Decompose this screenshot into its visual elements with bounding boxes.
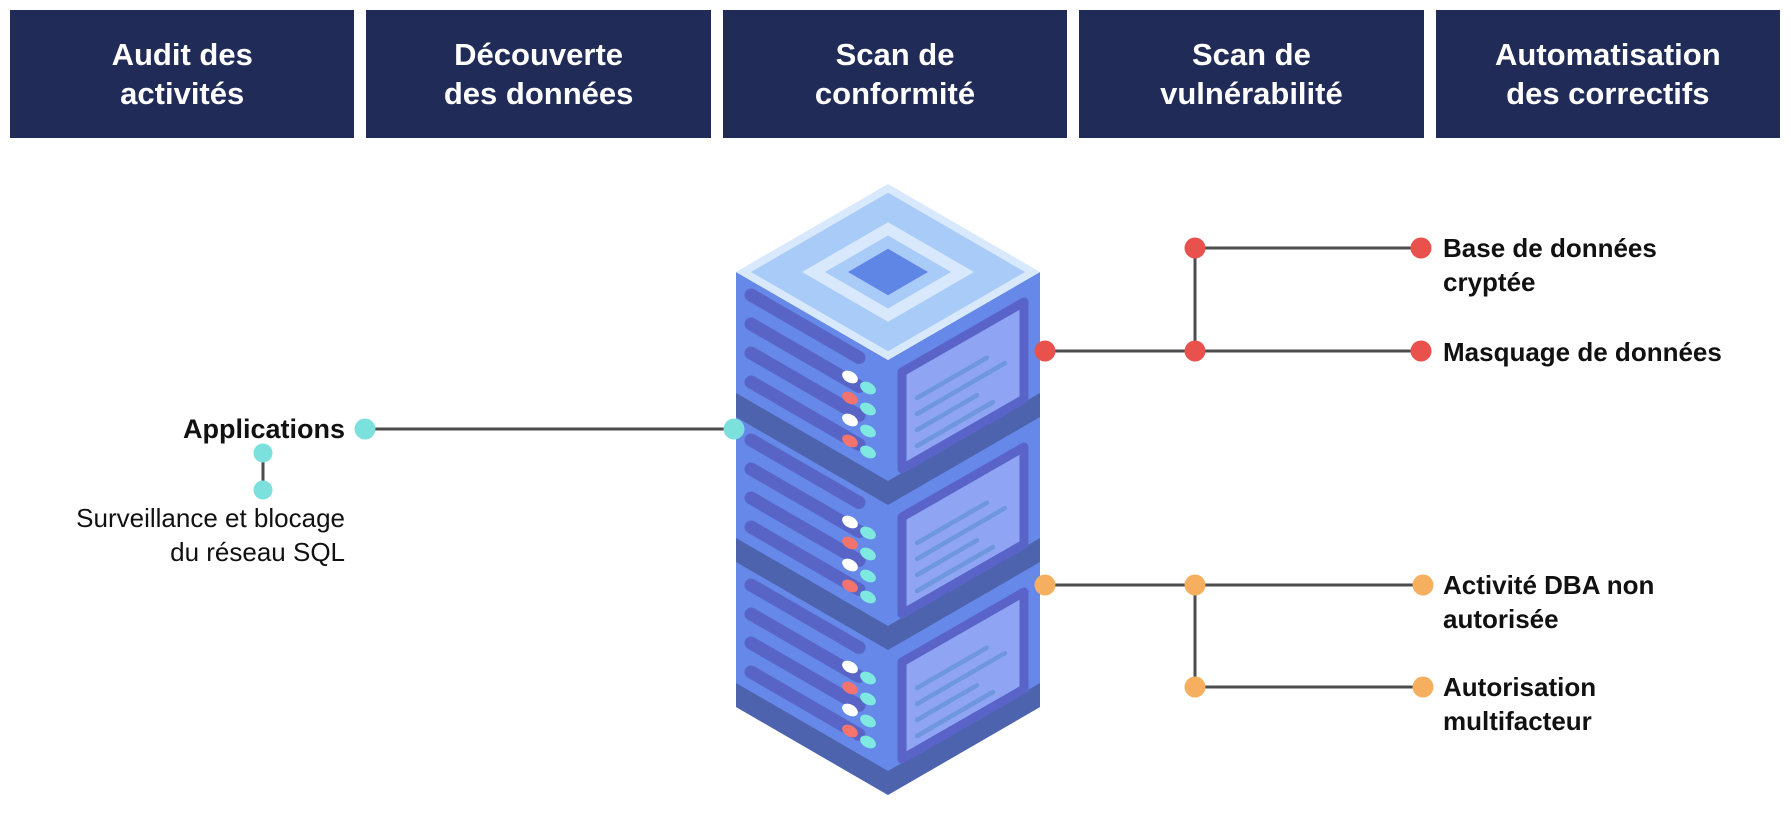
- unauthorized-dba-activity-label: Activité DBA non autorisée: [1443, 570, 1655, 634]
- server-led-lights: [842, 370, 876, 749]
- data-masking-label: Masquage de données: [1443, 337, 1722, 367]
- header-box-automatisation-correctifs: Automatisation des correctifs: [1435, 10, 1781, 138]
- server-screen-panels: [897, 297, 1029, 764]
- sql-network-monitoring-label: Surveillance et blocage du réseau SQL: [76, 503, 345, 567]
- header-box-decouverte-donnees: Découverte des données: [366, 10, 711, 138]
- applications-label: Applications: [182, 414, 345, 444]
- server-separator-bands: [736, 393, 1040, 795]
- multifactor-authorization-label: Autorisation multifacteur: [1443, 672, 1597, 736]
- header-box-scan-vulnerabilite: Scan de vulnérabilité: [1079, 10, 1424, 138]
- header-row: Audit des activités Découverte des donné…: [10, 10, 1781, 138]
- encrypted-database-label: Base de données cryptée: [1443, 233, 1657, 297]
- server-vent-slats: [744, 288, 866, 741]
- header-label: Automatisation des correctifs: [1495, 37, 1721, 111]
- header-label: Découverte des données: [443, 37, 634, 111]
- orange-connector-dots: [1034, 574, 1434, 698]
- red-connector-dots: [1034, 237, 1432, 362]
- header-label: Scan de conformité: [814, 37, 976, 111]
- connector-lines: [261, 246, 1423, 689]
- teal-connector-dots: [253, 418, 745, 500]
- header-label: Scan de vulnérabilité: [1160, 37, 1343, 111]
- header-box-scan-conformite: Scan de conformité: [722, 10, 1068, 138]
- server-top-face: [736, 184, 1040, 360]
- header-box-audit-activites: Audit des activités: [10, 10, 355, 138]
- header-label: Audit des activités: [111, 37, 253, 111]
